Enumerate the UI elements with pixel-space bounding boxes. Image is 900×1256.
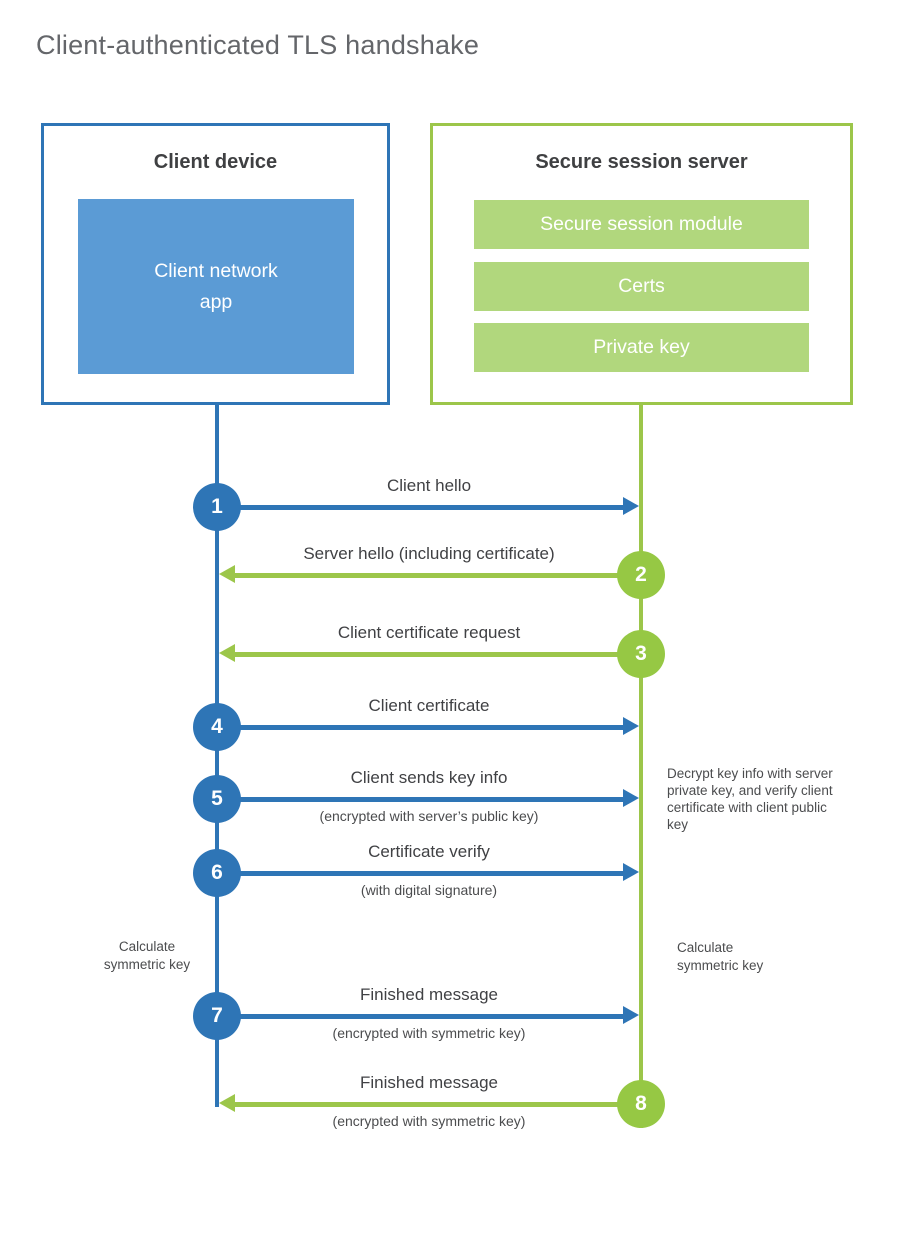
message-label: Client hello bbox=[386, 476, 472, 495]
arrow-to-server bbox=[217, 505, 623, 510]
server-module-certs: Certs bbox=[474, 262, 809, 311]
step-circle-2: 2 bbox=[617, 551, 665, 599]
message-label: Finished message bbox=[360, 985, 498, 1004]
server-lifeline bbox=[639, 404, 643, 1128]
arrowhead-right-icon bbox=[623, 1006, 639, 1024]
calc-symmetric-key-left: Calculate symmetric key bbox=[103, 939, 191, 972]
arrow-to-server bbox=[217, 1014, 623, 1019]
message-sublabel: (with digital signature) bbox=[360, 882, 498, 898]
step-circle-3: 3 bbox=[617, 630, 665, 678]
step-circle-7: 7 bbox=[193, 992, 241, 1040]
message-sublabel: (encrypted with server’s public key) bbox=[319, 808, 539, 824]
arrowhead-right-icon bbox=[623, 497, 639, 515]
server-module-secure-session: Secure session module bbox=[474, 200, 809, 249]
client-network-app-box: Client network app bbox=[78, 199, 354, 374]
step-circle-5: 5 bbox=[193, 775, 241, 823]
decrypt-key-note: Decrypt key info with server private key… bbox=[667, 766, 833, 832]
arrowhead-right-icon bbox=[623, 789, 639, 807]
arrow-to-server bbox=[217, 871, 623, 876]
step-circle-4: 4 bbox=[193, 703, 241, 751]
message-sublabel: (encrypted with symmetric key) bbox=[332, 1025, 526, 1041]
step-circle-6: 6 bbox=[193, 849, 241, 897]
arrowhead-left-icon bbox=[219, 1094, 235, 1112]
secure-session-server-title: Secure session server bbox=[535, 151, 748, 173]
message-label: Client certificate bbox=[368, 696, 490, 715]
message-label: Certificate verify bbox=[368, 842, 490, 861]
arrow-to-client bbox=[235, 573, 641, 578]
arrow-to-client bbox=[235, 1102, 641, 1107]
arrow-to-server bbox=[217, 725, 623, 730]
arrow-to-client bbox=[235, 652, 641, 657]
calc-symmetric-key-right: Calculate symmetric key bbox=[677, 940, 764, 973]
server-module-private-key: Private key bbox=[474, 323, 809, 372]
arrow-to-server bbox=[217, 797, 623, 802]
message-label: Client sends key info bbox=[350, 768, 508, 787]
step-circle-1: 1 bbox=[193, 483, 241, 531]
message-label: Finished message bbox=[360, 1073, 498, 1092]
arrowhead-right-icon bbox=[623, 717, 639, 735]
page-title: Client-authenticated TLS handshake bbox=[36, 30, 480, 60]
arrowhead-left-icon bbox=[219, 644, 235, 662]
arrowhead-right-icon bbox=[623, 863, 639, 881]
step-circle-8: 8 bbox=[617, 1080, 665, 1128]
message-label: Server hello (including certificate) bbox=[303, 544, 555, 563]
client-device-title: Client device bbox=[153, 151, 278, 173]
message-label: Client certificate request bbox=[337, 623, 521, 642]
client-lifeline bbox=[215, 404, 219, 1107]
message-sublabel: (encrypted with symmetric key) bbox=[332, 1113, 526, 1129]
arrowhead-left-icon bbox=[219, 565, 235, 583]
